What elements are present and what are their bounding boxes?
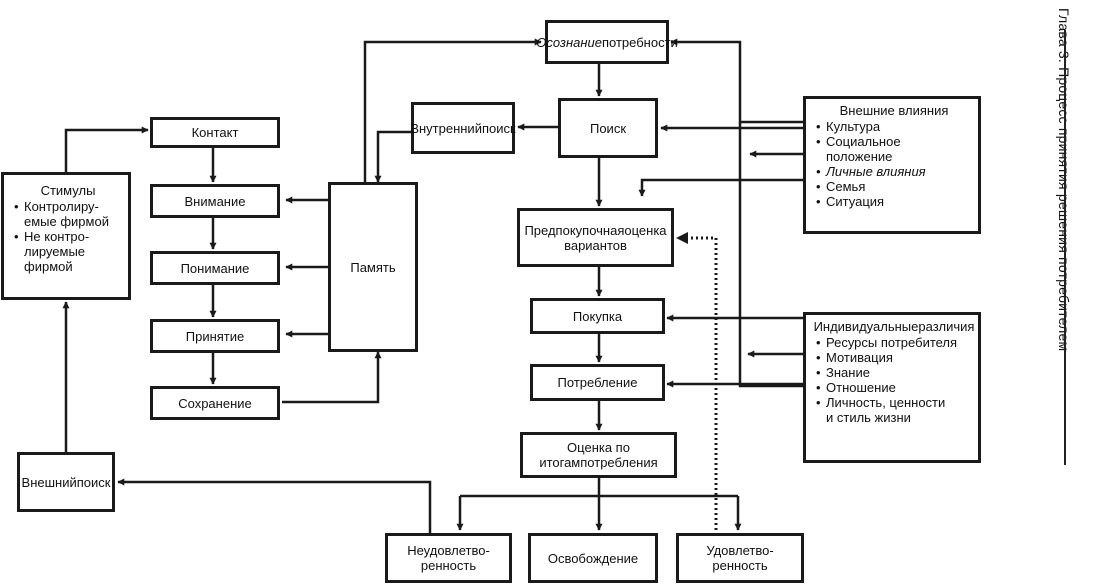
arrowhead-satisfaction-to-prepurchase xyxy=(676,232,688,244)
external-influence-item: Семья xyxy=(816,179,865,194)
prepurchase-line-2: оценка вариантов xyxy=(564,222,667,253)
internal-search-line-1: Внутренний xyxy=(410,120,482,136)
caption-rule xyxy=(1064,30,1066,465)
external-influence-item: Социальное xyxy=(816,134,901,149)
individual-difference-item: Мотивация xyxy=(816,350,893,365)
acceptance-box: Принятие xyxy=(150,319,280,353)
external-influences-box: Внешние влияния Культура Социальное поло… xyxy=(803,96,981,234)
satisfaction-line-2: ренность xyxy=(712,558,768,573)
stimuli-item: Контролиру- xyxy=(14,199,99,214)
stimuli-title: Стимулы xyxy=(40,183,96,198)
divestment-label: Освобождение xyxy=(547,550,639,566)
stimuli-item: Не контро- xyxy=(14,229,89,244)
arrow-internal-search-to-memory xyxy=(374,130,411,183)
comprehension-box: Понимание xyxy=(150,251,280,285)
postconsumption-evaluation-box: Оценка по итогампотребления xyxy=(520,432,677,478)
external-search-line-1: Внешний xyxy=(21,474,77,490)
satisfaction-line-1: Удовлетво- xyxy=(706,543,774,558)
individual-differences-box: Индивидуальныеразличия Ресурсы потребите… xyxy=(803,312,981,463)
arrow-retention-to-memory xyxy=(282,351,382,404)
prepurchase-line-1: Предпокупочная xyxy=(524,222,625,238)
arrow-external-influences-to-prepurchase xyxy=(638,178,804,197)
memory-box: Память xyxy=(328,182,418,352)
external-search-line-2: поиск xyxy=(76,474,111,490)
individual-difference-item: Личность, ценности xyxy=(816,395,945,410)
arrow-memory-to-awareness xyxy=(363,38,542,182)
acceptance-label: Принятие xyxy=(185,328,245,344)
prepurchase-evaluation-box: Предпокупочнаяоценка вариантов xyxy=(517,208,674,267)
memory-label: Память xyxy=(350,259,396,275)
individual-differences-title: Индивидуальныеразличия xyxy=(814,319,975,334)
contact-box: Контакт xyxy=(150,117,280,148)
internal-search-box: Внутреннийпоиск xyxy=(410,102,516,154)
purchase-label: Покупка xyxy=(572,308,623,324)
consumption-box: Потребление xyxy=(530,364,665,401)
awareness-line-1: Осознание xyxy=(536,34,602,50)
individual-difference-item: Знание xyxy=(816,365,870,380)
stimuli-item-cont: фирмой xyxy=(24,259,73,274)
postconsumption-line-2: потребления xyxy=(580,455,658,470)
arrow-stimuli-to-contact xyxy=(64,126,149,172)
divestment-box: Освобождение xyxy=(528,533,658,583)
dissatisfaction-box: Неудовлетво-ренность xyxy=(385,533,512,583)
purchase-box: Покупка xyxy=(530,298,665,334)
internal-search-line-2: поиск xyxy=(481,120,516,136)
search-box: Поиск xyxy=(558,98,658,158)
individual-differences-title-line-2: различия xyxy=(918,319,975,334)
stimuli-box: Стимулы Контролиру- емые фирмой Не контр… xyxy=(1,172,131,300)
arrow-individual-differences-bus xyxy=(738,122,804,388)
stimuli-item-cont: емые фирмой xyxy=(24,214,109,229)
postconsumption-line-1: Оценка по итогам xyxy=(539,440,630,470)
individual-difference-item: Отношение xyxy=(816,380,896,395)
awareness-of-need-box: Осознаниепотребности xyxy=(536,20,678,64)
dissatisfaction-line-2: ренность xyxy=(420,558,477,573)
attention-box: Внимание xyxy=(150,184,280,218)
external-influence-item-cont: положение xyxy=(826,149,893,164)
arrow-postconsumption-split xyxy=(460,478,738,498)
chapter-caption: Глава 3. Процесс принятия решения потреб… xyxy=(1056,8,1086,458)
external-influence-item: Культура xyxy=(816,119,880,134)
external-influence-item: Ситуация xyxy=(816,194,884,209)
search-label: Поиск xyxy=(589,120,627,136)
arrow-satisfaction-to-prepurchase xyxy=(690,236,718,535)
satisfaction-box: Удовлетво-ренность xyxy=(676,533,804,583)
awareness-line-2: потребности xyxy=(601,34,678,50)
individual-differences-title-line-1: Индивидуальные xyxy=(813,319,919,334)
external-influence-item: Личные влияния xyxy=(816,164,926,179)
arrow-external-influences-to-awareness xyxy=(670,38,804,124)
external-influences-title: Внешние влияния xyxy=(839,103,949,118)
contact-label: Контакт xyxy=(191,125,239,140)
consumption-label: Потребление xyxy=(557,375,638,390)
external-search-box: Внешнийпоиск xyxy=(17,452,115,512)
attention-label: Внимание xyxy=(184,193,246,209)
individual-difference-item-cont: и стиль жизни xyxy=(826,410,911,425)
individual-difference-item: Ресурсы потребителя xyxy=(816,335,957,350)
dissatisfaction-line-1: Неудовлетво- xyxy=(407,543,490,558)
arrow-dissatisfaction-to-external-search xyxy=(117,478,432,535)
retention-label: Сохранение xyxy=(178,395,252,411)
comprehension-label: Понимание xyxy=(180,260,250,276)
retention-box: Сохранение xyxy=(150,386,280,420)
stimuli-item-cont: лируемые xyxy=(24,244,86,259)
